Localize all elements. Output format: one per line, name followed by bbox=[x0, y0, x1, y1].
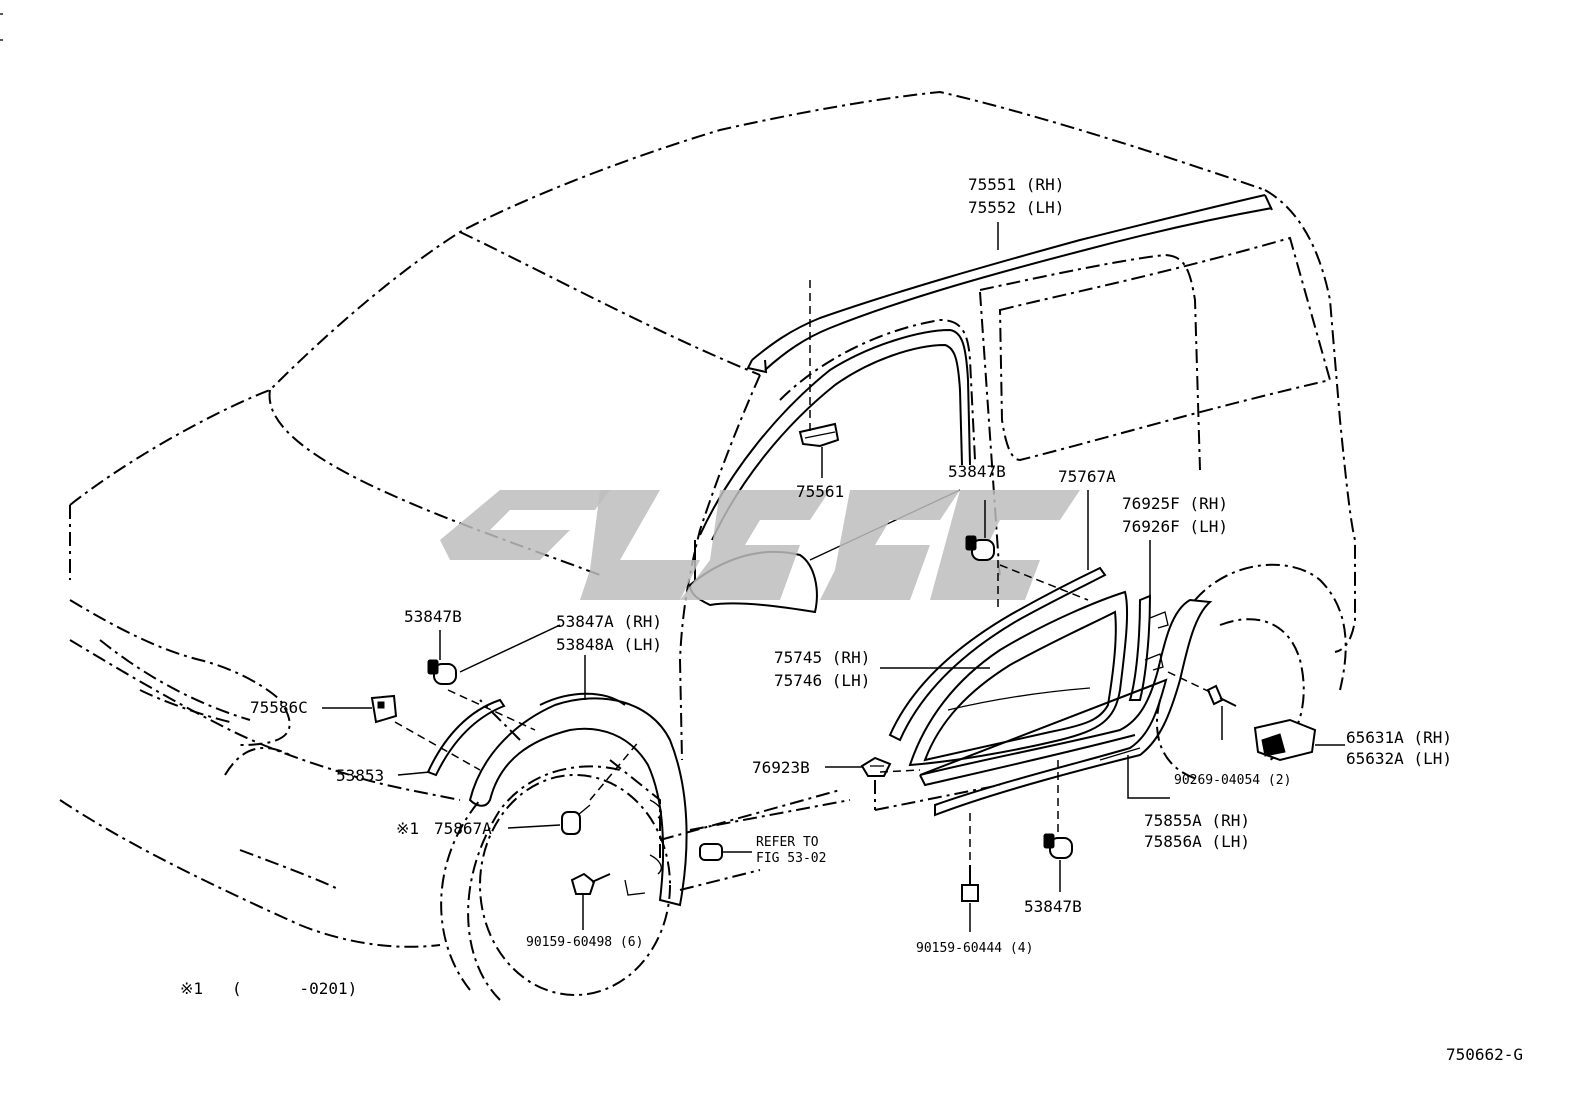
clip-76923b bbox=[860, 756, 892, 777]
label-75767a: 75767A bbox=[1058, 467, 1116, 486]
label-53847b-top: 53847B bbox=[948, 462, 1006, 481]
footnote-range: ( -0201) bbox=[232, 979, 357, 998]
rocker-mouldings bbox=[888, 566, 1213, 817]
label-53853: 53853 bbox=[336, 766, 384, 785]
front-wheel-area bbox=[426, 692, 688, 1001]
clip-53847b-bottom bbox=[1043, 833, 1073, 859]
label-76923b: 76923B bbox=[752, 758, 810, 777]
clip-53847b-top bbox=[965, 535, 995, 561]
screw-90159-60444 bbox=[961, 865, 979, 902]
label-90159-60498: 90159-60498 (6) bbox=[526, 935, 643, 950]
label-75745: 75745 (RH) bbox=[774, 648, 870, 667]
label-65632a: 65632A (LH) bbox=[1346, 749, 1452, 768]
label-53847b-bottom: 53847B bbox=[1024, 897, 1082, 916]
clip-refer bbox=[699, 843, 723, 861]
flap-65631a bbox=[1253, 718, 1317, 762]
label-75856a: 75856A (LH) bbox=[1144, 832, 1250, 851]
label-75867a-mark: ※1 bbox=[396, 819, 419, 838]
label-90269: 90269-04054 (2) bbox=[1174, 773, 1291, 788]
label-65631a: 65631A (RH) bbox=[1346, 728, 1452, 747]
watermark-logo bbox=[440, 490, 1080, 600]
part-labels: 75551 (RH) 75552 (LH) 75561 53847B 75767… bbox=[250, 175, 1452, 956]
label-refer-1: REFER TO bbox=[756, 835, 819, 850]
label-75551: 75551 (RH) bbox=[968, 175, 1064, 194]
label-76925f: 76925F (RH) bbox=[1122, 494, 1228, 513]
figure-code: 750662-G bbox=[1446, 1045, 1523, 1064]
screw-90269 bbox=[1206, 684, 1237, 707]
footnote: ※1 ( -0201) bbox=[180, 979, 357, 998]
label-90159-60444: 90159-60444 (4) bbox=[916, 941, 1033, 956]
label-76926f: 76926F (LH) bbox=[1122, 517, 1228, 536]
label-75746: 75746 (LH) bbox=[774, 671, 870, 690]
label-75552: 75552 (LH) bbox=[968, 198, 1064, 217]
leader-lines bbox=[322, 280, 1345, 932]
clip-53847b-left bbox=[427, 659, 457, 685]
bracket-75586c bbox=[370, 694, 398, 724]
label-refer-2: FIG 53-02 bbox=[756, 851, 826, 866]
label-75561: 75561 bbox=[796, 482, 844, 501]
label-53847a: 53847A (RH) bbox=[556, 612, 662, 631]
corner-marks bbox=[0, 13, 3, 41]
bracket-75561 bbox=[798, 422, 840, 448]
footnote-mark: ※1 bbox=[180, 979, 203, 998]
label-75867a: 75867A bbox=[434, 819, 492, 838]
label-53847b-left: 53847B bbox=[404, 607, 462, 626]
vehicle-outline bbox=[59, 90, 1356, 948]
clip-75867a bbox=[561, 804, 591, 835]
label-53848a: 53848A (LH) bbox=[556, 635, 662, 654]
label-75586c: 75586C bbox=[250, 698, 308, 717]
roof-moulding bbox=[746, 194, 1273, 374]
screw-90159-60498 bbox=[570, 872, 611, 895]
label-75855a: 75855A (RH) bbox=[1144, 811, 1250, 830]
